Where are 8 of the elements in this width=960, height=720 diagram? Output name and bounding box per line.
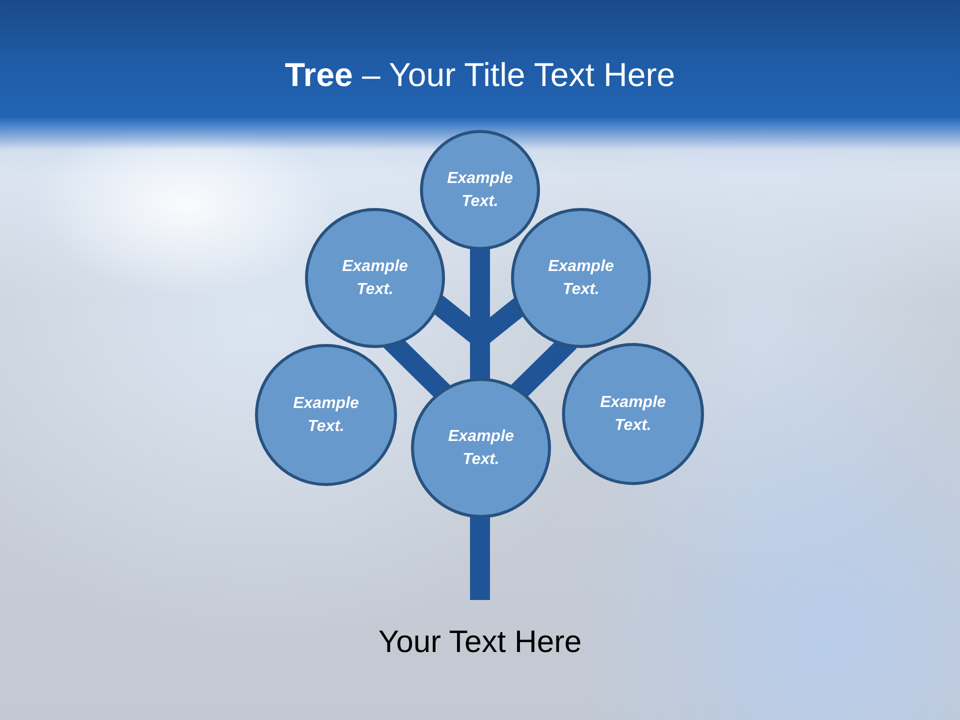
node-text: Example Text.: [292, 394, 360, 437]
node-text: Example Text.: [600, 393, 666, 436]
node-text: Example Text.: [548, 257, 614, 300]
slide-caption: Your Text Here: [378, 623, 582, 661]
node-text: Example Text.: [342, 257, 408, 300]
node-text: Example Text.: [448, 427, 514, 470]
slide-title: Tree – Your Title Text Here: [284, 55, 676, 95]
node-text: Example Text.: [446, 169, 514, 212]
